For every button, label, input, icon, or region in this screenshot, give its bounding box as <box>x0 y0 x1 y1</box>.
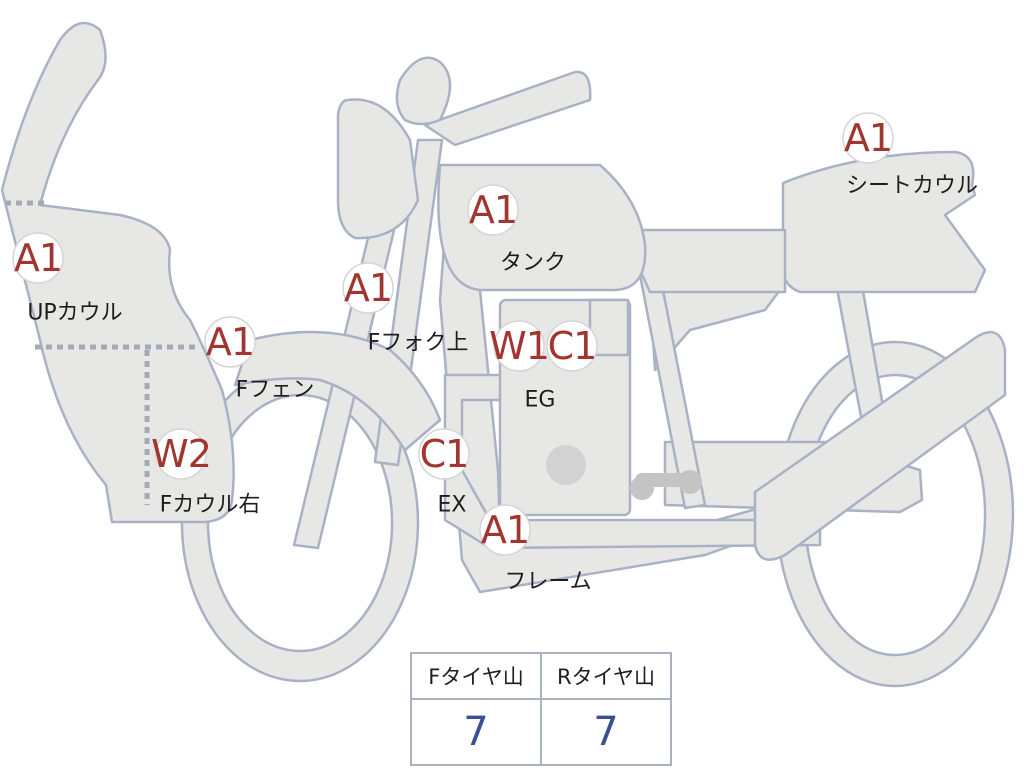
badge-exhaust: C1 <box>418 428 470 480</box>
svg-text:W2: W2 <box>151 432 211 476</box>
handlebar <box>423 70 592 147</box>
front-cowl-shape <box>0 21 235 524</box>
svg-text:A1: A1 <box>344 266 392 310</box>
badge-f-fork-upper: A1 <box>342 262 394 314</box>
label-exhaust: EX <box>438 493 467 518</box>
label-seat-cowl: シートカウル <box>846 174 978 199</box>
rear-tire-value: 7 <box>540 698 672 766</box>
svg-text:C1: C1 <box>548 324 597 368</box>
front-fender-shape <box>233 330 442 452</box>
svg-text:A1: A1 <box>481 508 529 552</box>
rear-tire-header: Rタイヤ山 <box>540 652 672 700</box>
badge-tank: A1 <box>467 184 519 236</box>
label-f-fork-upper: Fフォク上 <box>368 331 469 356</box>
badge-f-fender: A1 <box>204 316 256 368</box>
label-tank: タンク <box>500 251 566 276</box>
muffler <box>753 330 1007 561</box>
front-tire-value: 7 <box>410 698 542 766</box>
svg-text:W1: W1 <box>489 324 549 368</box>
badge-engine-c1: C1 <box>546 320 598 372</box>
seat-cowl-shape <box>781 150 987 294</box>
label-f-fender: Fフェン <box>236 378 315 403</box>
svg-text:A1: A1 <box>844 116 892 160</box>
svg-text:A1: A1 <box>206 320 254 364</box>
label-frame: フレーム <box>504 570 591 595</box>
tire-table-value-row: 7 7 <box>410 698 672 766</box>
seat <box>638 228 787 294</box>
svg-text:A1: A1 <box>14 236 62 280</box>
label-f-cowl-right: Fカウル右 <box>160 493 261 518</box>
footpeg-knob-left <box>630 476 654 500</box>
headlight <box>336 98 420 240</box>
tire-table-header-row: Fタイヤ山 Rタイヤ山 <box>410 652 672 700</box>
front-tire-header: Fタイヤ山 <box>410 652 542 700</box>
mirror <box>395 56 452 126</box>
label-engine: EG <box>525 388 556 413</box>
badge-engine-w1: W1 <box>489 320 550 372</box>
tire-tread-table: Fタイヤ山 Rタイヤ山 7 7 <box>410 652 672 766</box>
badge-frame: A1 <box>479 504 531 556</box>
badge-seat-cowl: A1 <box>842 112 894 164</box>
label-up-cowl: UPカウル <box>27 301 122 326</box>
svg-text:C1: C1 <box>420 432 469 476</box>
svg-text:A1: A1 <box>469 188 517 232</box>
footpeg-knob-right <box>678 470 702 494</box>
badge-up-cowl: A1 <box>12 232 64 284</box>
engine-cover <box>546 445 586 485</box>
badge-f-cowl-right: W2 <box>151 428 212 480</box>
